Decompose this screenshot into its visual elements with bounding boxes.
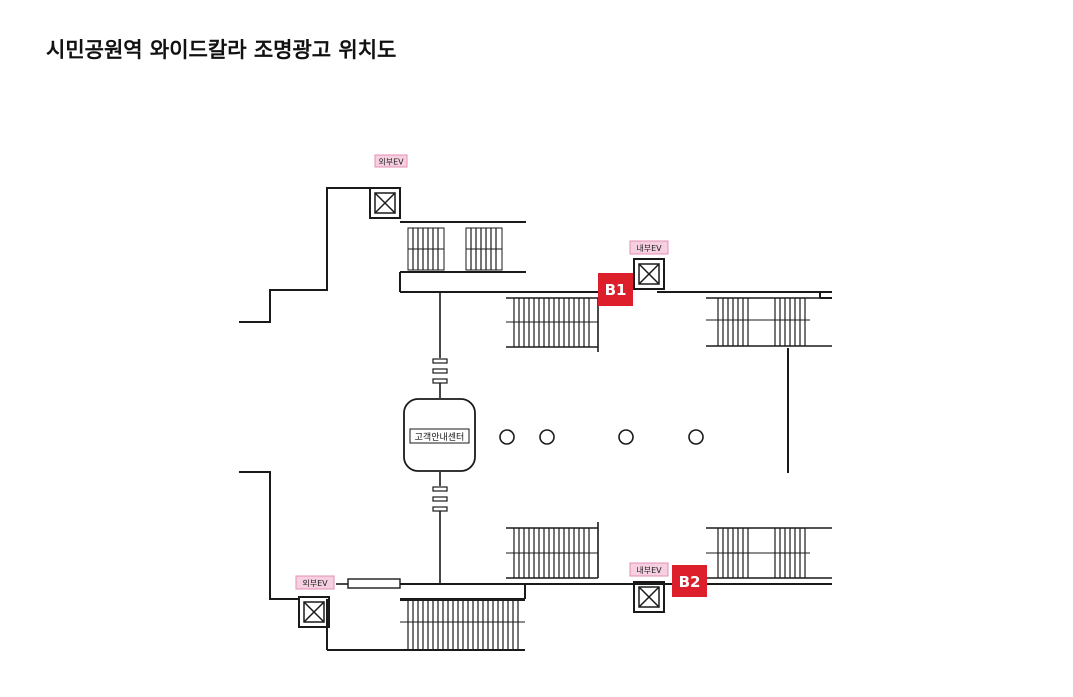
ev-tag-label: 외부EV [378, 157, 404, 167]
ad-marker-label: B1 [605, 281, 627, 299]
ev-tag-label: 내부EV [636, 244, 662, 253]
customer-center-label: 고객안내센터 [415, 432, 465, 443]
ad-marker-b1: B1 [598, 273, 633, 306]
stair-icon [400, 600, 525, 650]
fare-gate-line [336, 292, 448, 589]
elevator-icon [633, 258, 665, 290]
ev-tag-outer-bottom: 외부EV [295, 575, 335, 590]
ev-tag-inner-top: 내부EV [629, 240, 669, 255]
ev-tag-inner-bottom: 내부EV [629, 562, 669, 577]
stair-icon [706, 297, 832, 347]
ad-marker-b2: B2 [672, 565, 707, 597]
ev-tag-outer-top: 외부EV [374, 154, 408, 168]
stair-icon [706, 527, 832, 579]
elevator-icon [298, 596, 330, 628]
elevator-icon [633, 581, 665, 613]
pillar-icon [499, 429, 704, 445]
elevator-icon [369, 187, 401, 219]
ev-tag-label: 내부EV [636, 566, 662, 575]
page-title: 시민공원역 와이드칼라 조명광고 위치도 [46, 38, 397, 62]
ev-tag-label: 외부EV [302, 578, 328, 588]
escalator-icon [506, 297, 598, 348]
stair-icon [407, 227, 503, 271]
customer-center: 고객안내센터 [403, 398, 476, 472]
ad-marker-label: B2 [679, 573, 701, 591]
escalator-icon [506, 527, 598, 579]
